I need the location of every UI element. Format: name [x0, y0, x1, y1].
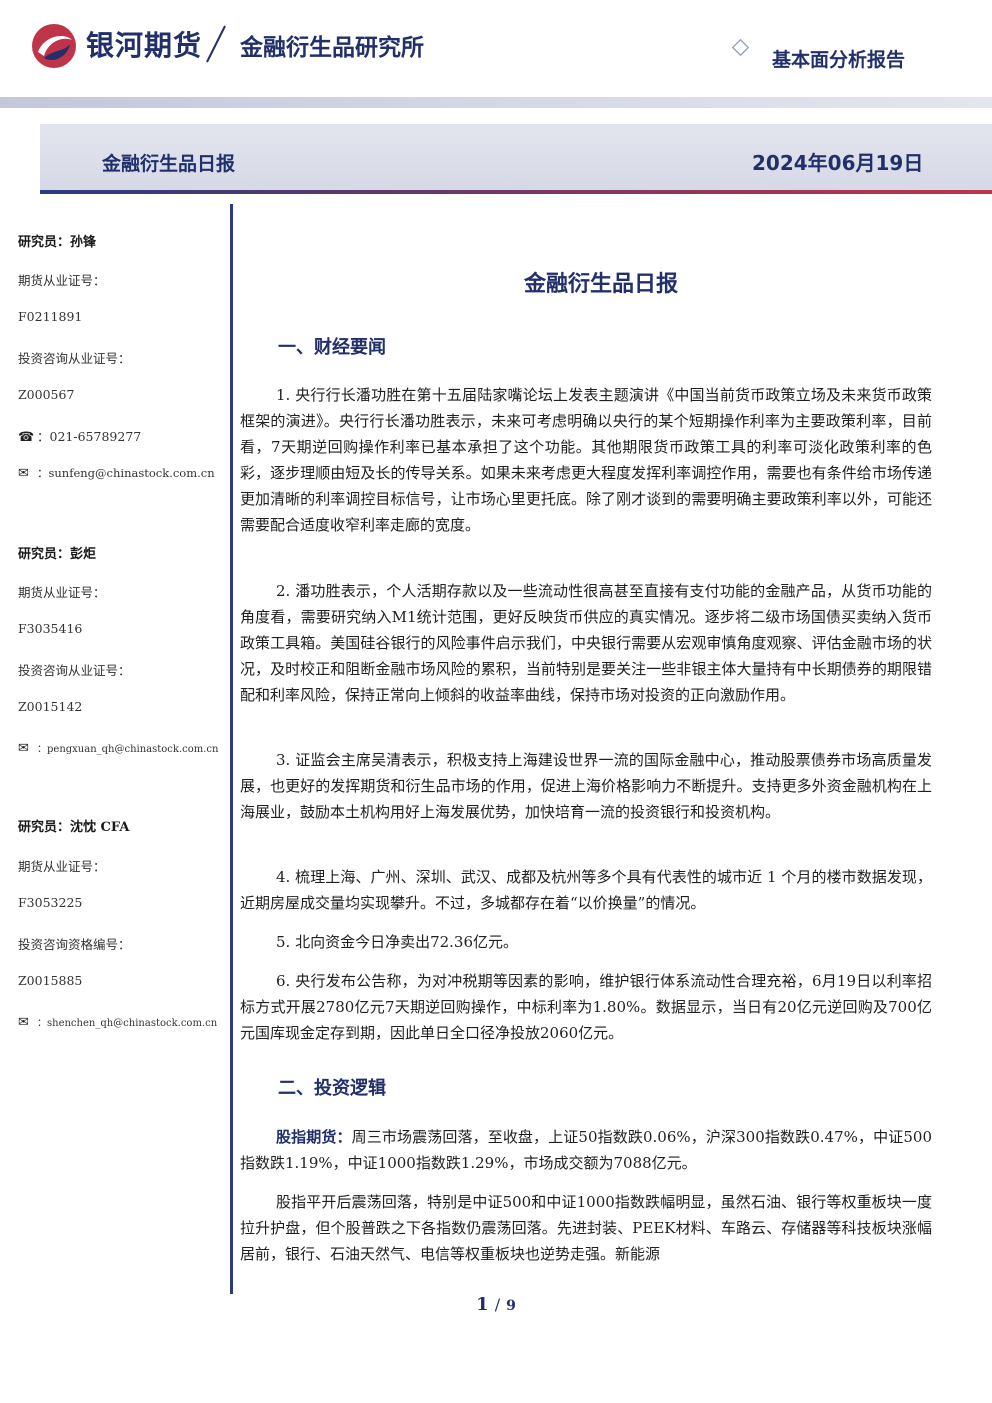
cert-label: 投资咨询从业证号：: [18, 663, 131, 678]
section-heading-news: 一、财经要闻: [278, 337, 386, 358]
phone-row: ☎：021-65789277: [18, 429, 142, 445]
stock-index-futures-label: 股指期货：: [276, 1128, 352, 1146]
researcher-name: 研究员：孙锋: [18, 235, 97, 250]
cert-value: Z0015885: [18, 973, 83, 988]
cert-label: 期货从业证号：: [18, 273, 106, 288]
cert-value: Z0015142: [18, 699, 83, 714]
email-address[interactable]: pengxuan_qh@chinastock.com.cn: [47, 744, 219, 755]
email-icon: ✉: [18, 741, 29, 756]
news-item: 6. 央行发布公告称，为对冲税期等因素的影响，维护银行体系流动性合理充裕，6月1…: [240, 972, 932, 1042]
phone-icon: ☎: [18, 430, 35, 445]
market-analysis-paragraph: 股指平开后震荡回落，特别是中证500和中证1000指数跌幅明显，虽然石油、银行等…: [240, 1193, 932, 1263]
header-decoration-line: [444, 38, 754, 58]
section-heading-logic: 二、投资逻辑: [278, 1078, 386, 1099]
banner-title: 金融衍生品日报: [102, 153, 236, 175]
header-band: [0, 97, 992, 108]
cert-value: F3053225: [18, 895, 83, 910]
cert-value: Z000567: [18, 387, 75, 402]
page-number: 1 / 9: [0, 1294, 992, 1315]
phone-number: 021-65789277: [49, 429, 142, 444]
main-title: 金融衍生品日报: [523, 272, 678, 297]
galaxy-futures-logo-icon: [30, 22, 78, 70]
cert-value: F0211891: [18, 309, 83, 324]
report-type-label: 基本面分析报告: [772, 49, 906, 71]
cert-label: 期货从业证号：: [18, 585, 106, 600]
page-separator: /: [494, 1295, 501, 1314]
news-item: 4. 梳理上海、广州、深圳、武汉、成都及杭州等多个具有代表性的城市近 1 个月的…: [240, 868, 932, 912]
news-item: 1. 央行行长潘功胜在第十五届陆家嘴论坛上发表主题演讲《中国当前货币政策立场及未…: [240, 386, 932, 534]
cert-value: F3035416: [18, 621, 83, 636]
report-date: 2024年06月19日: [752, 151, 924, 175]
news-item: 5. 北向资金今日净卖出72.36亿元。: [276, 933, 519, 951]
email-address[interactable]: sunfeng@chinastock.com.cn: [48, 466, 215, 480]
cert-label: 期货从业证号：: [18, 859, 106, 874]
researcher-name: 研究员：彭炬: [18, 547, 97, 562]
title-banner-underline: [40, 190, 992, 194]
email-icon: ✉: [18, 466, 29, 481]
researcher-name: 研究员：沈忱 CFA: [18, 820, 130, 835]
stock-index-futures-paragraph: 股指期货：周三市场震荡回落，至收盘，上证50指数跌0.06%，沪深300指数跌0…: [240, 1124, 932, 1176]
news-item: 2. 潘功胜表示，个人活期存款以及一些流动性很高甚至直接有支付功能的金融产品，从…: [240, 582, 932, 704]
stock-index-futures-text: 周三市场震荡回落，至收盘，上证50指数跌0.06%，沪深300指数跌0.47%，…: [240, 1128, 932, 1172]
email-icon: ✉: [18, 1015, 29, 1030]
institute-name: 金融衍生品研究所: [240, 35, 424, 61]
page-total: 9: [506, 1298, 516, 1314]
title-banner: [40, 124, 992, 190]
email-address[interactable]: shenchen_qh@chinastock.com.cn: [47, 1018, 218, 1029]
email-row[interactable]: ✉：sunfeng@chinastock.com.cn: [18, 466, 215, 481]
page-current: 1: [476, 1294, 489, 1315]
news-item: 3. 证监会主席吴清表示，积极支持上海建设世界一流的国际金融中心，推动股票债券市…: [240, 751, 932, 821]
brand-name: 银河期货: [86, 29, 203, 62]
brand-divider-slash: [201, 22, 229, 66]
sidebar-divider: [230, 204, 233, 1294]
cert-label: 投资咨询从业证号：: [18, 351, 131, 366]
email-row[interactable]: ✉：pengxuan_qh@chinastock.com.cn: [18, 741, 219, 756]
cert-label: 投资咨询资格编号：: [18, 937, 131, 952]
email-row[interactable]: ✉：shenchen_qh@chinastock.com.cn: [18, 1015, 218, 1030]
